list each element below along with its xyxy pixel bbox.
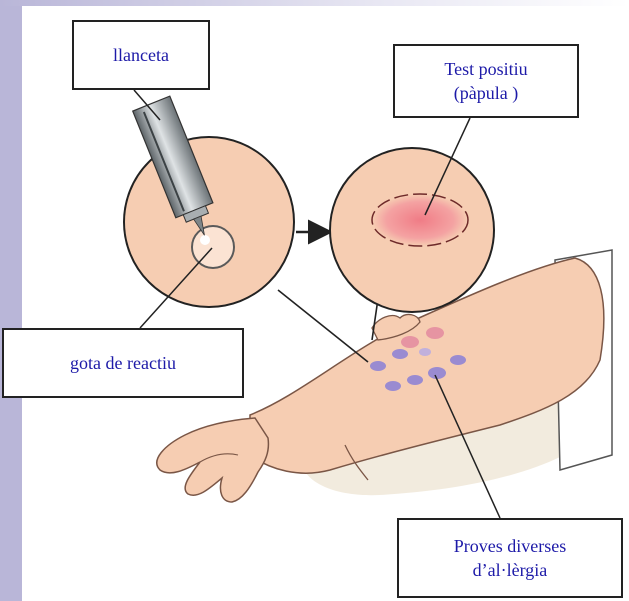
connector-left-circle: [278, 290, 368, 362]
allergy-tests-label: Proves diverses d’al·lèrgia: [397, 518, 623, 598]
papule-wheal: [372, 194, 468, 246]
reagent-drop-label-text: gota de reactiu: [70, 351, 176, 375]
positive-test-label: Test positiu (pàpula ): [393, 44, 579, 118]
reagent-drop-label: gota de reactiu: [2, 328, 244, 398]
allergy-tests-label-line1: Proves diverses: [454, 534, 566, 558]
lancet-label-text: llanceta: [113, 43, 169, 67]
positive-test-label-line2: (pàpula ): [454, 81, 518, 105]
reagent-drop: [192, 226, 234, 268]
lancet-label: llanceta: [72, 20, 210, 90]
hand: [157, 418, 269, 502]
positive-test-label-line1: Test positiu: [444, 57, 527, 81]
magnified-skin-left: [124, 137, 294, 307]
allergy-tests-label-line2: d’al·lèrgia: [473, 558, 548, 582]
